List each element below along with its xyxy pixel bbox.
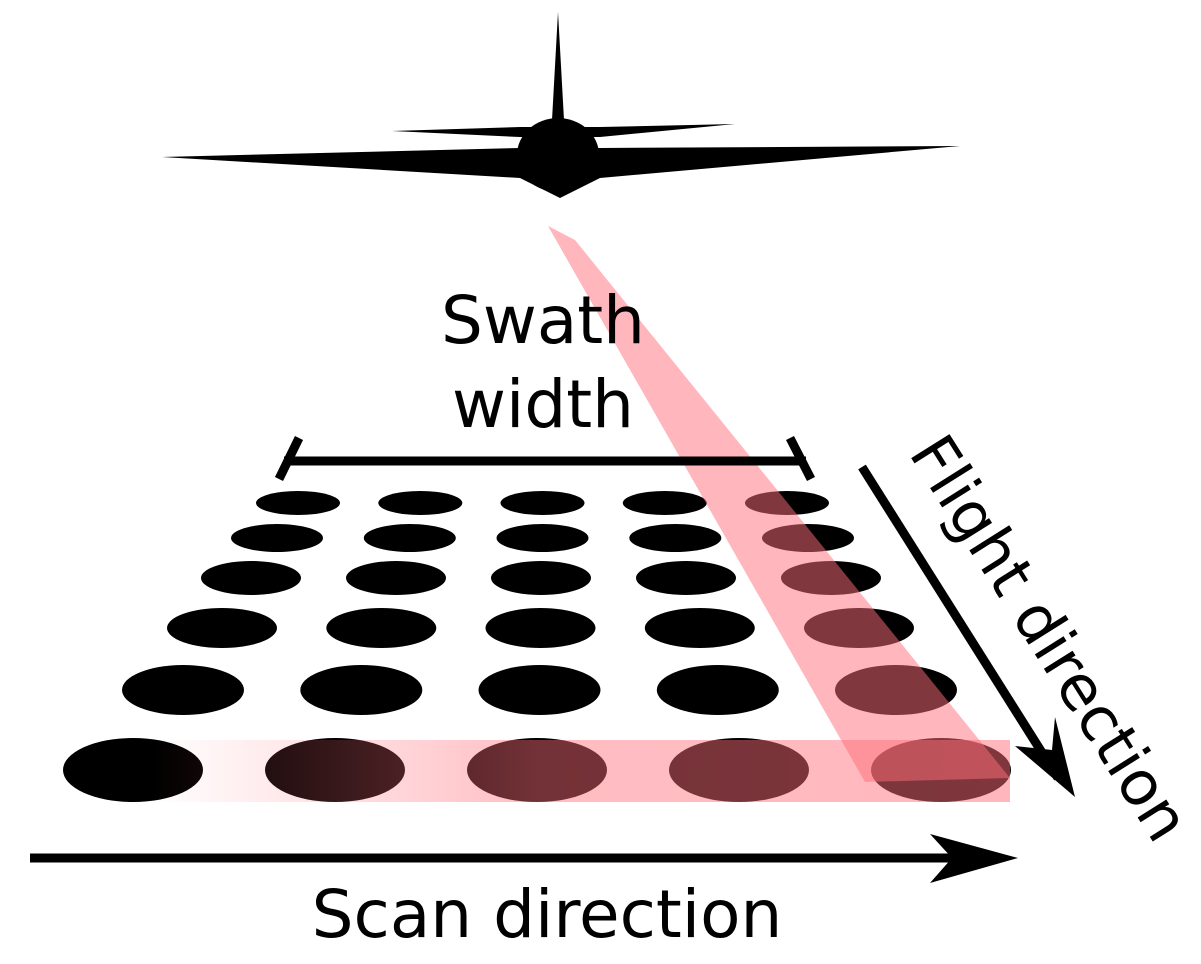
aircraft-tail-fin: [552, 12, 564, 120]
scan-point: [300, 665, 423, 715]
scan-point: [231, 524, 323, 552]
scan-point: [629, 524, 722, 552]
scan-point: [496, 524, 589, 552]
scan-point: [622, 491, 707, 515]
scan-direction-arrow: [30, 834, 1018, 883]
scan-point: [346, 561, 446, 595]
swath-width-bracket: [274, 435, 816, 482]
scan-point: [378, 491, 463, 515]
scan-point: [201, 561, 301, 595]
scan-point: [636, 561, 736, 595]
scan-point: [363, 524, 456, 552]
scan-point: [256, 491, 340, 515]
aircraft-fuselage: [517, 118, 599, 192]
scan-point: [167, 608, 277, 648]
airplane-silhouette-icon: [162, 12, 960, 198]
scan-point: [500, 491, 585, 515]
scan-point: [122, 665, 244, 715]
scan-point: [478, 665, 601, 715]
scan-point: [656, 665, 779, 715]
laser-beam: [548, 226, 1010, 782]
scan-point: [485, 608, 596, 648]
scan-direction-label: Scan direction: [312, 876, 783, 953]
scan-point: [491, 561, 591, 595]
swath-label-line2: width: [452, 366, 634, 443]
scan-point: [326, 608, 437, 648]
swath-label-line1: Swath: [441, 282, 645, 359]
scan-point: [644, 608, 755, 648]
flight-direction-arrow: [858, 464, 1075, 797]
